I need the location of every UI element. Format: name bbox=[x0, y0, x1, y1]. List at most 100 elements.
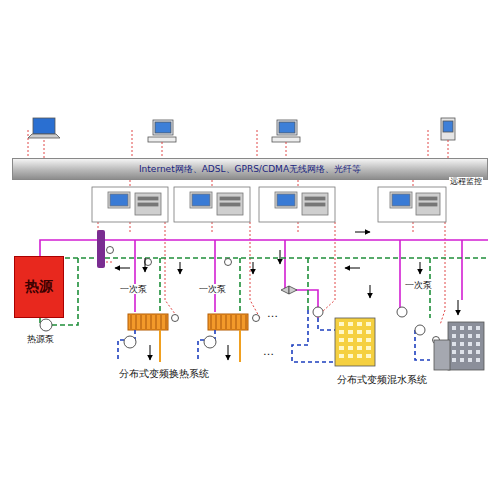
network-lines bbox=[448, 140, 449, 158]
network-lines bbox=[130, 222, 131, 232]
secondary-pipe bbox=[239, 330, 241, 362]
window bbox=[348, 354, 353, 358]
network-lines bbox=[413, 222, 414, 232]
station-cabinets bbox=[135, 193, 161, 215]
computer-icons bbox=[33, 118, 55, 134]
window bbox=[452, 350, 456, 354]
station-cabinets bbox=[220, 203, 240, 206]
window bbox=[366, 338, 371, 342]
window bbox=[460, 334, 464, 338]
window bbox=[339, 346, 344, 350]
pump-symbols bbox=[145, 259, 152, 266]
flow-arrows bbox=[280, 250, 281, 264]
coil-stroke bbox=[166, 315, 167, 329]
window bbox=[357, 330, 362, 334]
coil-stroke bbox=[161, 315, 162, 329]
pump-symbols bbox=[40, 247, 440, 349]
window bbox=[348, 338, 353, 342]
coil-stroke bbox=[136, 315, 137, 329]
pump-label: 一次泵 bbox=[198, 284, 227, 294]
pump-symbols bbox=[253, 315, 260, 322]
station-cabinets bbox=[305, 197, 325, 200]
system-caption: 分布式变频混水系统 bbox=[336, 374, 428, 386]
computer-icons bbox=[279, 122, 295, 133]
window bbox=[366, 330, 371, 334]
window bbox=[348, 346, 353, 350]
window bbox=[460, 326, 464, 330]
window bbox=[476, 326, 480, 330]
station-cabinets bbox=[378, 187, 446, 222]
network-lines bbox=[428, 130, 429, 158]
window bbox=[460, 342, 464, 346]
window bbox=[357, 322, 362, 326]
return-pipe bbox=[307, 258, 309, 310]
flow-arrows bbox=[458, 300, 459, 315]
station-cabinets bbox=[419, 197, 437, 200]
pump-symbols bbox=[172, 315, 179, 322]
coil-stroke bbox=[216, 315, 217, 329]
station-cabinets bbox=[108, 192, 130, 208]
secondary-pipe bbox=[159, 330, 161, 362]
pump-symbols bbox=[40, 319, 52, 331]
secondary-return bbox=[318, 318, 335, 330]
network-lines bbox=[130, 180, 131, 187]
flow-arrows bbox=[355, 232, 370, 233]
ellipsis: … bbox=[262, 346, 275, 359]
station-cabinets bbox=[275, 192, 297, 208]
coil-stroke bbox=[156, 315, 157, 329]
ellipsis: … bbox=[266, 308, 279, 321]
heat-exchanger bbox=[128, 314, 248, 330]
coil-stroke bbox=[246, 315, 247, 329]
pump-symbols bbox=[313, 307, 323, 317]
flow-arrows bbox=[150, 345, 151, 360]
network-lines bbox=[250, 222, 260, 318]
network-lines bbox=[28, 130, 29, 158]
return-pipe bbox=[65, 257, 488, 259]
building bbox=[448, 322, 484, 370]
network-lines bbox=[286, 142, 287, 158]
station-cabinets bbox=[277, 194, 295, 206]
coil-stroke bbox=[221, 315, 222, 329]
coil-stroke bbox=[146, 315, 147, 329]
computer-icons bbox=[153, 120, 173, 135]
computer-icons bbox=[28, 118, 455, 142]
flow-arrows bbox=[370, 285, 371, 298]
computer-icons bbox=[277, 120, 297, 135]
return-pipe bbox=[239, 258, 241, 312]
window bbox=[348, 330, 353, 334]
window bbox=[339, 354, 344, 358]
network-lines bbox=[257, 130, 258, 158]
station-cabinets bbox=[220, 197, 240, 200]
coil-stroke bbox=[211, 315, 212, 329]
window bbox=[357, 338, 362, 342]
station-cabinets bbox=[92, 187, 168, 222]
window bbox=[452, 358, 456, 362]
remote-monitor-label: 远程监控 bbox=[449, 177, 483, 186]
pump-symbols bbox=[397, 307, 407, 317]
station-cabinets bbox=[416, 193, 440, 215]
heat-source-box: 热源 bbox=[14, 256, 64, 318]
network-lines bbox=[162, 142, 163, 158]
station-cabinets bbox=[92, 187, 446, 222]
window bbox=[357, 346, 362, 350]
building-windows bbox=[339, 322, 480, 362]
secondary-return bbox=[292, 310, 335, 362]
window bbox=[476, 350, 480, 354]
coil-stroke bbox=[236, 315, 237, 329]
valve-symbol bbox=[281, 286, 289, 294]
supply-pipe bbox=[399, 240, 401, 312]
window bbox=[339, 330, 344, 334]
flow-arrows bbox=[180, 262, 181, 274]
system-caption: 分布式变频换热系统 bbox=[118, 368, 210, 380]
network-lines bbox=[44, 140, 45, 158]
network-lines bbox=[212, 180, 213, 187]
pump-symbols bbox=[415, 325, 425, 335]
window bbox=[452, 326, 456, 330]
station-cabinets bbox=[174, 187, 250, 222]
pump-label: 一次泵 bbox=[119, 284, 148, 294]
supply-pipe bbox=[40, 240, 488, 256]
supply-pipe bbox=[214, 240, 216, 312]
building bbox=[434, 340, 450, 370]
station-cabinets bbox=[110, 194, 128, 206]
heat-exchanger bbox=[128, 314, 168, 330]
